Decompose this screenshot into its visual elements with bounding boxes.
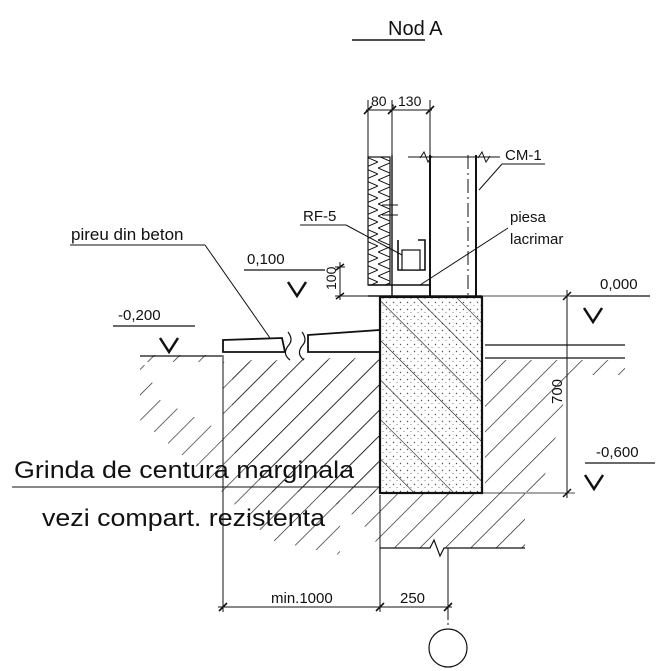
dim-130-label: 130 — [398, 93, 422, 109]
rf5-leader — [345, 224, 403, 256]
top-dimension — [363, 100, 435, 158]
dim-700-label: 700 — [549, 379, 566, 404]
level-m0600-label: -0,600 — [596, 444, 639, 461]
foundation-beam — [378, 295, 484, 495]
rf5-label: RF-5 — [303, 208, 336, 225]
level-0100-marker — [286, 281, 308, 299]
svg-text:,: , — [391, 93, 395, 109]
piesa-label-2: lacrimar — [510, 231, 563, 248]
level-m0200-marker — [158, 337, 180, 355]
level-m0200-label: -0,200 — [118, 307, 161, 324]
pireu-leader — [204, 244, 271, 339]
cm1-leader — [478, 163, 503, 191]
dim-100-label: 100 — [323, 266, 339, 290]
drawing-title: Nod A — [388, 18, 443, 40]
level-m0600-marker — [583, 474, 605, 492]
grinda-label-1: Grinda de centura marginala — [14, 457, 355, 484]
dim-80-label: 80 — [371, 93, 387, 109]
level-0100-label: 0,100 — [247, 251, 285, 268]
axis-bubble — [428, 628, 468, 668]
piesa-leader — [419, 227, 509, 286]
level-0000-label: 0,000 — [600, 276, 638, 293]
concrete-pavement — [222, 329, 381, 361]
ground-lines — [140, 344, 625, 359]
grinda-label-2: vezi compart. rezistenta — [42, 505, 326, 532]
dim-min1000-label: min.1000 — [271, 590, 333, 607]
wall-section — [367, 150, 500, 297]
bottom-dimension — [218, 355, 468, 668]
soil-hatching — [140, 355, 625, 555]
level-0000-marker — [582, 307, 604, 325]
cm1-label: CM-1 — [505, 147, 542, 164]
piesa-label-1: piesa — [510, 209, 547, 226]
dim-250-label: 250 — [400, 590, 425, 607]
pireu-label: pireu din beton — [71, 225, 183, 244]
